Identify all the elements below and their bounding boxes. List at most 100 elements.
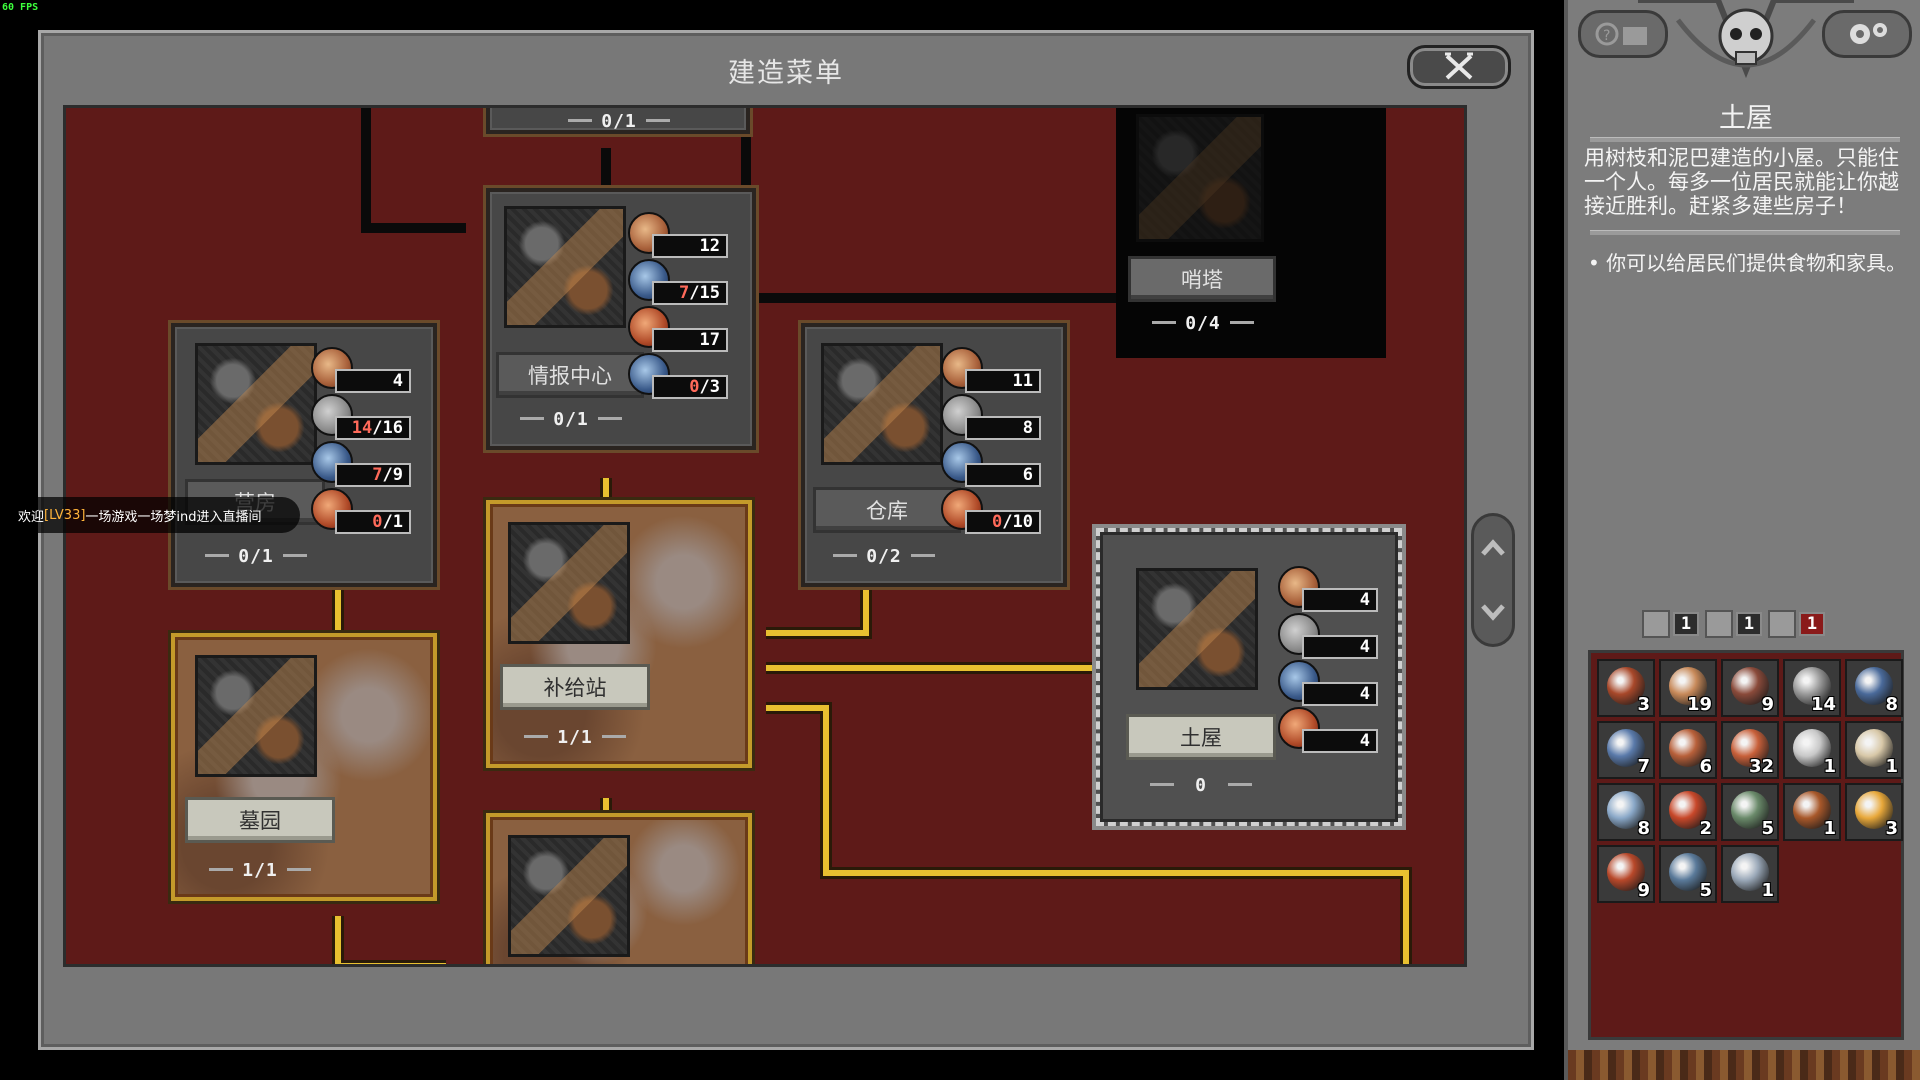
inventory-item[interactable]: 14	[1783, 659, 1841, 717]
inventory-qty: 6	[1699, 756, 1712, 777]
stat-value: 1	[1799, 612, 1825, 636]
inventory-qty: 14	[1810, 694, 1836, 715]
building-count: 1/1	[520, 722, 630, 752]
inventory-qty: 5	[1699, 880, 1712, 901]
info-bullet: • 你可以给居民们提供食物和家具。	[1588, 251, 1907, 275]
resource-requirement: 4	[311, 347, 411, 393]
orb-of-expansion-icon	[1855, 791, 1893, 829]
resource-requirement: 0/1	[311, 488, 411, 534]
book-icon	[1607, 791, 1645, 829]
resource-have: 0	[372, 512, 383, 532]
chat-level: [LV33]	[44, 507, 86, 523]
camp-stat: 1	[1768, 610, 1825, 638]
resource-value: 0/10	[965, 510, 1041, 534]
inventory-qty: 7	[1637, 756, 1650, 777]
inventory-item[interactable]: 6	[1659, 721, 1717, 779]
inventory-item[interactable]: 1	[1783, 721, 1841, 779]
building-image	[508, 835, 630, 957]
resource-value: 4	[1302, 682, 1378, 706]
resource-required: 17	[699, 330, 720, 350]
inventory-item[interactable]: 19	[1659, 659, 1717, 717]
rations-icon	[1669, 729, 1707, 767]
inventory-item[interactable]: 1	[1721, 845, 1779, 903]
info-description: 用树枝和泥巴建造的小屋。只能住一个人。每多一位居民就能让你越接近胜利。赶紧多建些…	[1584, 146, 1899, 218]
inventory-qty: 9	[1637, 880, 1650, 901]
inventory-qty: 1	[1761, 880, 1774, 901]
building-count: 1/1	[205, 855, 315, 885]
resource-requirement: 14/16	[311, 394, 411, 440]
inventory-item[interactable]: 3	[1845, 783, 1903, 841]
building-count: 0	[1146, 770, 1256, 800]
inventory-qty: 8	[1885, 694, 1898, 715]
branches-icon	[1607, 667, 1645, 705]
grid-icon	[1768, 610, 1796, 638]
stone-icon	[311, 394, 353, 436]
resource-value: 17	[652, 328, 728, 352]
chat-text: 一场游戏一场梦ind进入直播间	[85, 509, 262, 525]
building-card-top-partial[interactable]: 0/1	[486, 108, 750, 134]
resource-requirement: 6	[941, 441, 1041, 487]
building-name: 补给站	[500, 664, 650, 710]
building-image	[195, 343, 317, 465]
scroll-up-icon[interactable]	[1479, 538, 1507, 558]
scroll-down-icon[interactable]	[1479, 602, 1507, 622]
skull-ornament-icon	[1638, 0, 1854, 79]
inventory-item[interactable]: 32	[1721, 721, 1779, 779]
resource-required: 4	[1359, 731, 1370, 751]
stone-icon	[1793, 667, 1831, 705]
resource-requirement: 4	[1278, 660, 1378, 706]
inventory-qty: 5	[1761, 818, 1774, 839]
inventory-item[interactable]: 8	[1845, 659, 1903, 717]
inventory-item[interactable]: 8	[1597, 783, 1655, 841]
resource-requirement: 0/10	[941, 488, 1041, 534]
resource-value: 14/16	[335, 416, 411, 440]
warehouse-image	[821, 343, 943, 465]
inventory-item[interactable]: 1	[1845, 721, 1903, 779]
metal-icon	[941, 441, 983, 483]
wood-plank-icon	[311, 347, 353, 389]
building-card-supply-station[interactable]: 补给站 1/1	[486, 500, 752, 768]
resource-have: 0	[689, 377, 700, 397]
crystal-icon	[1731, 853, 1769, 891]
inventory-item[interactable]: 1	[1783, 783, 1841, 841]
wood-plank-icon	[1669, 667, 1707, 705]
inventory-item[interactable]: 5	[1659, 845, 1717, 903]
building-card-bottom-partial[interactable]	[486, 813, 752, 964]
resource-value: 7/9	[335, 463, 411, 487]
resource-value: 0/1	[335, 510, 411, 534]
resource-value: 11	[965, 369, 1041, 393]
building-card-watchtower[interactable]: 哨塔 0/4	[1116, 108, 1386, 358]
close-button[interactable]	[1407, 45, 1511, 89]
inventory-qty: 3	[1637, 694, 1650, 715]
inventory-item[interactable]: 3	[1597, 659, 1655, 717]
crossed-swords-icon	[1445, 52, 1473, 80]
settings-button[interactable]	[1822, 10, 1912, 58]
resource-value: 4	[335, 369, 411, 393]
inventory-qty: 1	[1823, 756, 1836, 777]
shards-icon	[1731, 791, 1769, 829]
pick-icon	[1793, 791, 1831, 829]
gear-icon	[1850, 23, 1887, 44]
inventory-item[interactable]: 2	[1659, 783, 1717, 841]
divider	[1590, 137, 1900, 142]
building-card-left[interactable]: 营房 0/1 414/167/90/1	[171, 323, 437, 587]
inventory-item[interactable]: 7	[1597, 721, 1655, 779]
resource-requirement: 4	[1278, 566, 1378, 612]
inventory-item[interactable]: 5	[1721, 783, 1779, 841]
inventory-item[interactable]: 9	[1721, 659, 1779, 717]
building-count: 0/4	[1148, 308, 1258, 338]
resource-required: /16	[372, 418, 403, 438]
metal-scrap-icon	[1855, 667, 1893, 705]
resource-value: 8	[965, 416, 1041, 440]
resource-value: 7/15	[652, 281, 728, 305]
building-name: 墓园	[185, 797, 335, 843]
building-card-cemetery[interactable]: 墓园 1/1	[171, 633, 437, 901]
resource-required: /15	[689, 283, 720, 303]
help-camp-button[interactable]: ?	[1578, 10, 1668, 58]
inventory-item[interactable]: 9	[1597, 845, 1655, 903]
